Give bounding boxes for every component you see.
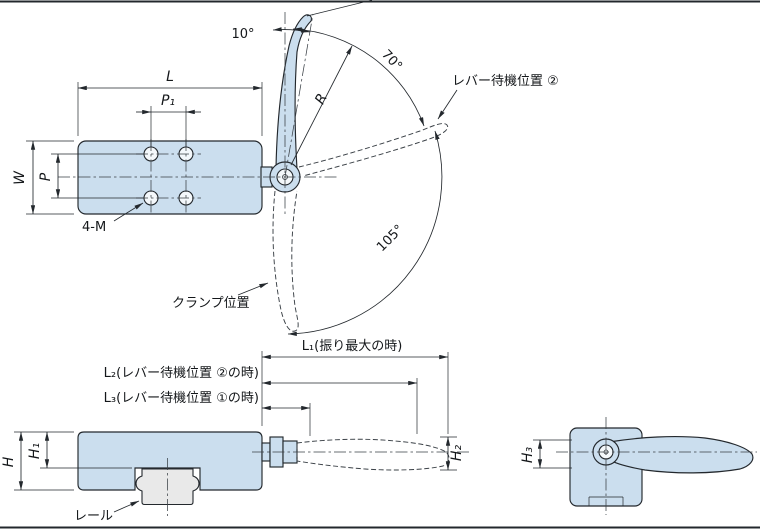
dim-L3-label: L₃(レバー待機位置 ①の時) — [104, 391, 259, 406]
side-view: L₁(振り最大の時) L₂(レバー待機位置 ②の時) L₃(レバー待機位置 ①の… — [1, 339, 472, 524]
dim-P1-label: P₁ — [161, 93, 175, 109]
dim-P-extensions — [51, 153, 144, 199]
top-callouts: レバー待機位置 ② クランプ位置 — [172, 74, 559, 311]
dim-H2-label: H₂ — [449, 445, 465, 462]
lever-tip-leader-line — [306, 0, 373, 17]
lever-arm-top — [275, 14, 312, 170]
angle-105-label: 105° — [374, 222, 407, 255]
lever-clamp-position-ghost — [272, 190, 299, 332]
clamp-position-leader — [237, 282, 269, 296]
dim-L2-label: L₂(レバー待機位置 ②の時) — [104, 366, 259, 381]
lever-standby-position-ghost — [298, 123, 449, 177]
rail-groove-end — [588, 496, 624, 506]
angle-70-label: 70° — [378, 47, 405, 74]
lever-handle-end — [607, 436, 754, 474]
thread-callout-leader — [113, 202, 144, 222]
angle-70-arc — [292, 27, 425, 127]
lever-handle-ghost — [296, 438, 450, 471]
dim-W-label: W — [12, 170, 28, 185]
standby-position-leader — [437, 89, 458, 120]
rail-leader — [113, 500, 140, 513]
dim-H-extensions — [14, 431, 74, 491]
clamp-body-top — [77, 140, 263, 215]
thread-callout-label: 4-M — [82, 220, 106, 235]
clamp-body-side — [77, 431, 263, 491]
top-view: L P₁ W P 4-M 10° 70° R — [12, 0, 559, 337]
angle-10-label: 10° — [231, 27, 254, 42]
dim-P-label: P — [38, 172, 54, 181]
angle-105-arc — [287, 130, 443, 337]
hole-centerlines — [136, 139, 201, 213]
standby-position-label: レバー待機位置 ② — [452, 74, 559, 89]
dim-H3-label: H₃ — [520, 447, 536, 464]
dim-L1-label: L₁(振り最大の時) — [302, 339, 403, 354]
clamp-position-label: クランプ位置 — [172, 296, 250, 311]
dim-H-label: H — [1, 456, 17, 467]
side-dimensions: L₁(振り最大の時) L₂(レバー待機位置 ②の時) L₃(レバー待機位置 ①の… — [1, 339, 465, 524]
rail-label: レール — [74, 509, 113, 524]
end-view: H₃ — [520, 417, 757, 515]
dim-L-label: L — [166, 69, 174, 85]
dim-H1-label: H₁ — [27, 443, 43, 459]
dim-L-extensions — [77, 82, 263, 136]
dim-H3-extensions — [533, 439, 572, 469]
